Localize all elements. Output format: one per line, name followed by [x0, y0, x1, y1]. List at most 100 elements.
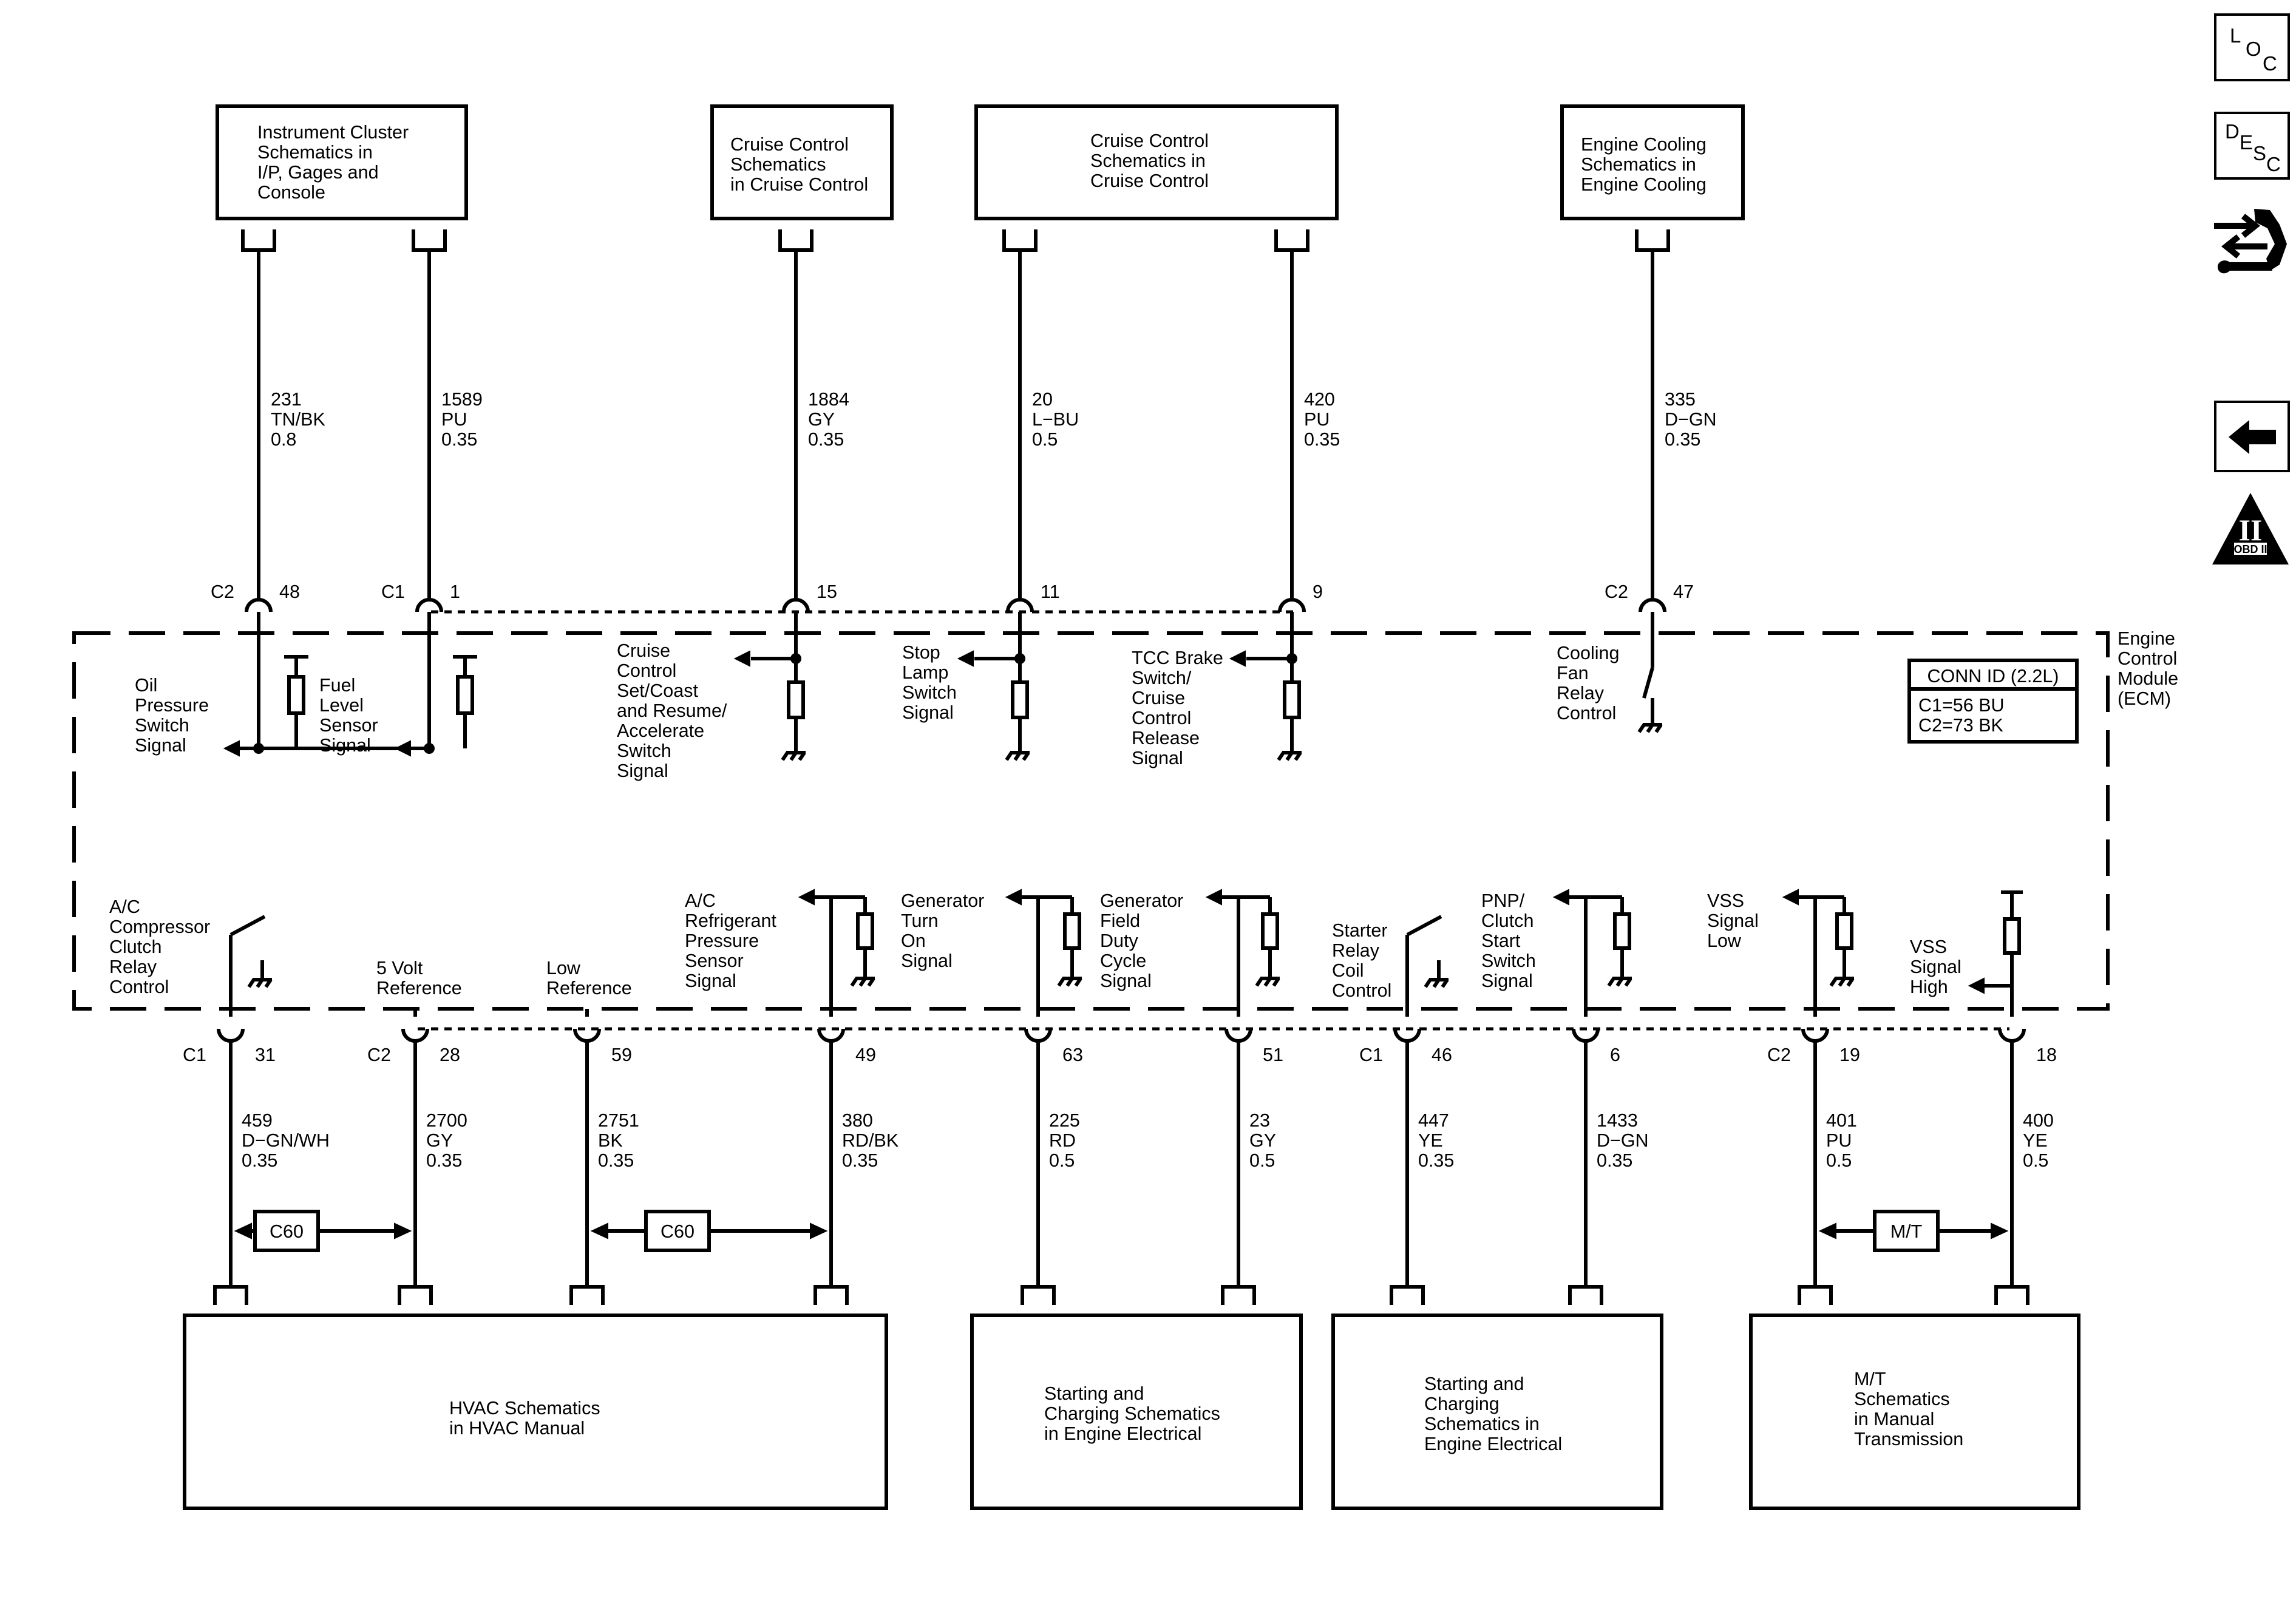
signal-arrow [1205, 889, 1222, 906]
desc-button[interactable]: D E S C [2214, 112, 2290, 180]
component-box-label: Starting and [1424, 1374, 1524, 1394]
pin-number: 19 [1839, 1045, 1860, 1065]
pin-hook [817, 1028, 845, 1043]
ecm-label-pnp: Clutch [1481, 910, 1533, 931]
resistor [1835, 912, 1853, 950]
ecm-label-fuel: Fuel [319, 675, 355, 696]
component-box-label: Schematics in [257, 142, 373, 163]
component-box-label: HVAC Schematics [449, 1398, 600, 1419]
ground-symbol [1624, 977, 1632, 987]
loc-button[interactable]: L O C [2214, 13, 2290, 81]
wire-color: PU [1826, 1130, 1852, 1151]
wire-circuit-number: 1589 [441, 389, 483, 410]
ecm-label-pnp: PNP/ [1481, 890, 1525, 911]
wire-circuit-number: 225 [1049, 1110, 1080, 1131]
ecm-label-tcc: TCC Brake [1132, 648, 1223, 668]
ecm-label-tcc: Control [1132, 708, 1191, 728]
ecm-label-stop: Switch [902, 682, 957, 703]
wire-color: TN/BK [271, 409, 325, 430]
ecm-label-cruise-set: Signal [617, 761, 668, 781]
harness-arrow-head [810, 1222, 828, 1239]
component-box-label: Charging [1424, 1394, 1500, 1414]
resistor [856, 912, 874, 950]
ground-symbol [1637, 724, 1646, 733]
wire-terminal [241, 229, 276, 252]
ecm-module-name: Control [2118, 648, 2177, 669]
ecm-label-fan: Relay [1557, 683, 1605, 703]
resistor [456, 675, 474, 715]
wire-gauge: 0.5 [1049, 1150, 1075, 1171]
wire-gauge: 0.8 [271, 429, 296, 450]
component-box-label: Transmission [1854, 1429, 1963, 1449]
switch-contact [1406, 915, 1442, 937]
ecm-label-tcc: Cruise [1132, 688, 1185, 708]
wire-terminal [1390, 1285, 1425, 1305]
pin-number: 49 [855, 1045, 876, 1065]
pin-hook [1006, 598, 1034, 612]
obd-ii-icon[interactable]: II OBD II [2210, 490, 2291, 567]
harness-box-label: C60 [661, 1221, 695, 1242]
component-box-mt [1749, 1314, 2080, 1510]
pin-hook [1801, 1028, 1829, 1043]
wire-gauge: 0.5 [1032, 429, 1058, 450]
conn-id-value: C1=56 BU [1918, 695, 2005, 716]
resistor [1613, 912, 1631, 950]
harness-arrow-head [394, 1222, 412, 1239]
wire-color: L−BU [1032, 409, 1079, 430]
ecm-label-genturn: Turn [901, 910, 939, 931]
svg-text:II: II [2239, 513, 2263, 547]
wire-color: RD/BK [842, 1130, 898, 1151]
component-box-label: Engine Cooling [1581, 134, 1707, 155]
pin-hook [415, 598, 443, 612]
ecm-label-tcc: Switch/ [1132, 668, 1192, 688]
component-box-label: in Cruise Control [730, 174, 868, 195]
connector-id: C2 [1605, 581, 1628, 602]
wire-terminal [1221, 1285, 1256, 1305]
conn-id-title: CONN ID (2.2L) [1927, 666, 2059, 686]
component-box-label: Console [257, 182, 325, 203]
component-box-label: Schematics [1854, 1389, 1950, 1409]
resistor [1011, 680, 1029, 719]
wire-gauge: 0.35 [808, 429, 844, 450]
wire-gauge: 0.5 [1249, 1150, 1275, 1171]
wire-terminal [1798, 1285, 1833, 1305]
ecm-label-fuel: Signal [319, 735, 371, 756]
wire-gauge: 0.35 [426, 1150, 462, 1171]
wire-terminal [1635, 229, 1670, 252]
connector-id: C2 [1767, 1045, 1791, 1065]
ecm-label-genturn: On [901, 931, 926, 951]
component-box-label: I/P, Gages and [257, 162, 379, 183]
component-box-sc2 [1331, 1314, 1663, 1510]
ecm-label-vsslow: VSS [1707, 890, 1744, 911]
harness-box-label: M/T [1890, 1221, 1923, 1242]
ecm-label-ac: A/C [109, 897, 140, 917]
ecm-label-stop: Signal [902, 702, 954, 723]
ecm-label-oil: Switch [135, 715, 189, 736]
pin-number: 47 [1673, 581, 1694, 602]
wire-color: GY [808, 409, 835, 430]
pin-number: 11 [1041, 581, 1060, 602]
ecm-module-name: Module [2118, 668, 2178, 689]
pin-number: 51 [1263, 1045, 1283, 1065]
component-box-cc2 [974, 104, 1339, 220]
wire-gauge: 0.35 [598, 1150, 634, 1171]
wire-circuit-number: 2700 [426, 1110, 467, 1131]
pin-hook [1224, 1028, 1252, 1043]
switch-contact [229, 915, 266, 937]
ecm-label-oil: Oil [135, 675, 157, 696]
connector-repair-icon[interactable] [2212, 204, 2291, 282]
wire-gauge: 0.5 [1826, 1150, 1852, 1171]
pin-number: 28 [440, 1045, 460, 1065]
wire-circuit-number: 1433 [1597, 1110, 1638, 1131]
ecm-label-pnp: Switch [1481, 951, 1536, 971]
component-box-ic [216, 104, 468, 220]
pin-number: 31 [255, 1045, 276, 1065]
component-box-label: Cruise Control [1090, 131, 1209, 151]
ground-symbol [1272, 977, 1280, 987]
back-button[interactable] [2214, 401, 2290, 472]
wire-gauge: 0.5 [2023, 1150, 2048, 1171]
wire-gauge: 0.35 [242, 1150, 277, 1171]
wire-color: D−GN [1665, 409, 1717, 430]
connector-id: C1 [1359, 1045, 1383, 1065]
wire-terminal [1274, 229, 1309, 252]
